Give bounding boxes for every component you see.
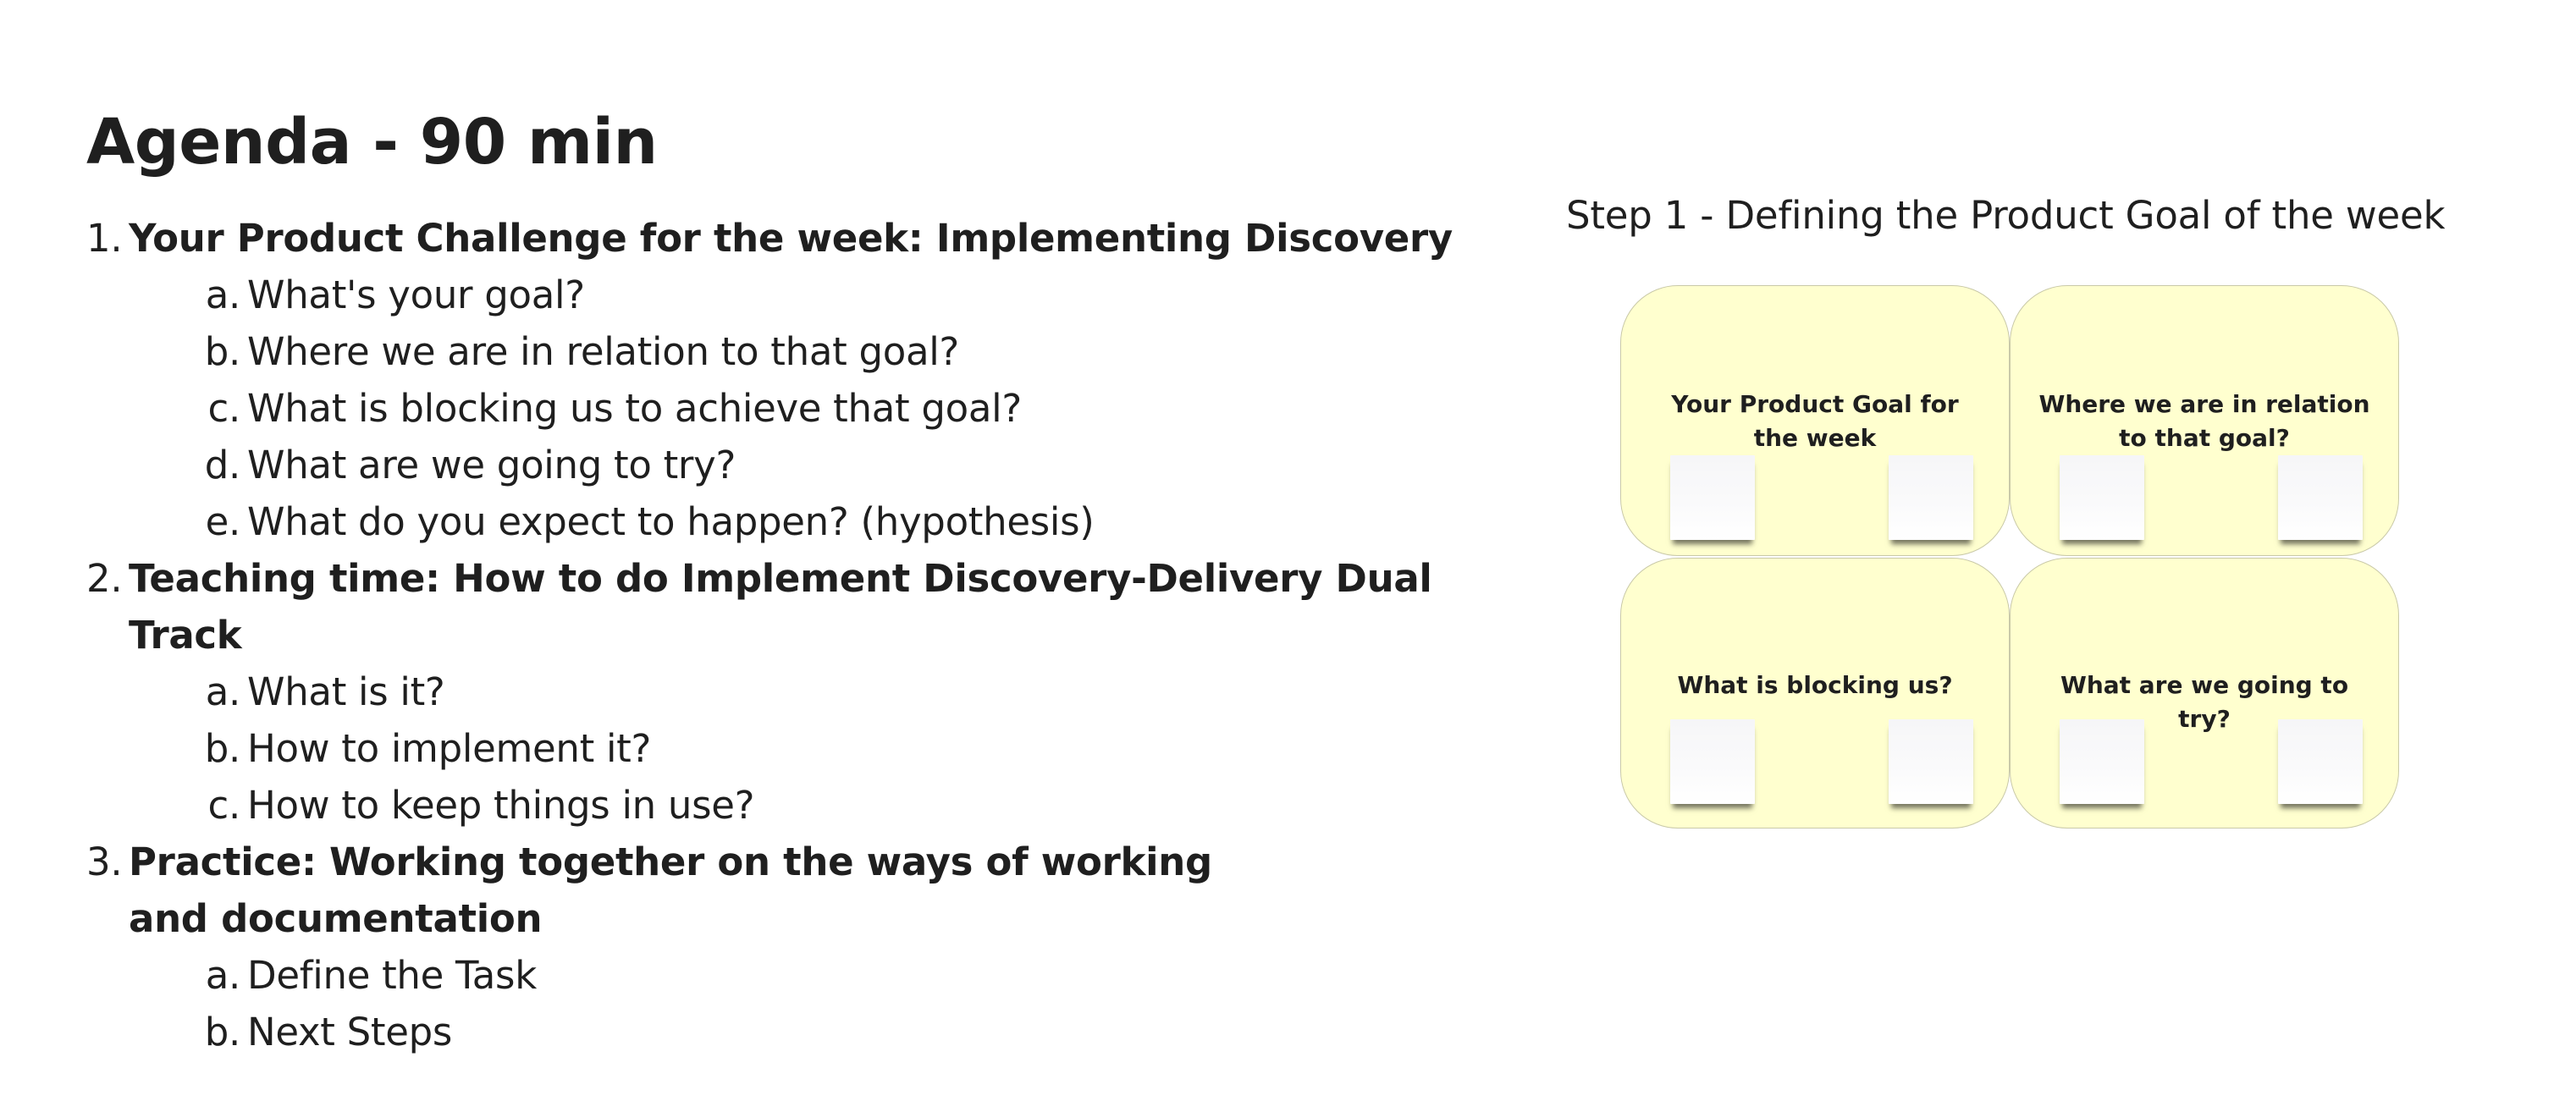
- quadrant-experiments[interactable]: What are we going to try?: [2010, 558, 2399, 828]
- sub-item-text: What are we going to try?: [247, 443, 736, 487]
- sticky-note[interactable]: [2060, 719, 2144, 804]
- agenda-section-3: 3. Practice: Working together on the way…: [86, 834, 1525, 1060]
- section-number: 3.: [86, 840, 123, 884]
- agenda-section-heading: 1. Your Product Challenge for the week: …: [86, 210, 1525, 267]
- agenda-sub-item: b. Where we are in relation to that goal…: [86, 323, 1525, 380]
- agenda-sub-list: a. Define the Task b. Next Steps: [86, 947, 1525, 1060]
- quadrant-label: What are we going to try?: [2060, 671, 2349, 733]
- sub-item-letter: b.: [204, 726, 241, 771]
- sticky-note[interactable]: [1889, 719, 1973, 804]
- sticky-note[interactable]: [2060, 455, 2144, 540]
- section-title: Your Product Challenge for the week: Imp…: [129, 216, 1453, 261]
- section-number: 2.: [86, 556, 123, 601]
- step-board: Your Product Goal for the week Where we …: [1620, 285, 2399, 828]
- sticky-note[interactable]: [1889, 455, 1973, 540]
- sub-item-letter: a.: [205, 953, 241, 998]
- quadrant-blockers[interactable]: What is blocking us?: [1620, 558, 2010, 828]
- sub-item-text: Where we are in relation to that goal?: [247, 329, 960, 374]
- agenda-sub-item: b. Next Steps: [86, 1004, 1525, 1060]
- agenda-sub-list: a. What is it? b. How to implement it? c…: [86, 663, 1525, 834]
- quadrant-current-status[interactable]: Where we are in relation to that goal?: [2010, 285, 2399, 556]
- agenda-sub-item: d. What are we going to try?: [86, 437, 1525, 493]
- agenda-sub-item: c. What is blocking us to achieve that g…: [86, 380, 1525, 437]
- quadrant-label: Your Product Goal for the week: [1671, 390, 1959, 452]
- agenda-section-heading: 3. Practice: Working together on the way…: [86, 834, 1271, 947]
- sticky-note[interactable]: [2278, 455, 2363, 540]
- section-title: Practice: Working together on the ways o…: [129, 840, 1212, 941]
- sub-item-text: What do you expect to happen? (hypothesi…: [247, 499, 1095, 544]
- sub-item-text: What is blocking us to achieve that goal…: [247, 386, 1022, 431]
- sub-item-text: How to implement it?: [247, 726, 652, 771]
- sub-item-text: Define the Task: [247, 953, 537, 998]
- sub-item-letter: b.: [204, 329, 241, 374]
- section-title: Teaching time: How to do Implement Disco…: [129, 556, 1432, 658]
- quadrant-label: Where we are in relation to that goal?: [2038, 390, 2370, 452]
- quadrant-label: What is blocking us?: [1677, 671, 1953, 699]
- section-number: 1.: [86, 216, 123, 261]
- sub-item-letter: e.: [205, 499, 241, 544]
- sub-item-letter: a.: [205, 669, 241, 714]
- agenda-sub-item: a. What is it?: [86, 663, 1525, 720]
- sub-item-letter: d.: [204, 443, 241, 487]
- step-title: Step 1 - Defining the Product Goal of th…: [1566, 193, 2446, 238]
- sub-item-letter: b.: [204, 1010, 241, 1054]
- sticky-note[interactable]: [1670, 719, 1755, 804]
- sticky-note[interactable]: [2278, 719, 2363, 804]
- sub-item-letter: c.: [207, 386, 241, 431]
- agenda-sub-item: a. Define the Task: [86, 947, 1525, 1004]
- agenda-sub-item: e. What do you expect to happen? (hypoth…: [86, 493, 1525, 550]
- agenda-section-1: 1. Your Product Challenge for the week: …: [86, 210, 1525, 550]
- sub-item-text: Next Steps: [247, 1010, 453, 1054]
- sub-item-letter: c.: [207, 783, 241, 828]
- agenda-section-2: 2. Teaching time: How to do Implement Di…: [86, 550, 1525, 834]
- agenda-sub-item: a. What's your goal?: [86, 267, 1525, 323]
- agenda-title: Agenda - 90 min: [86, 106, 658, 179]
- agenda-section-heading: 2. Teaching time: How to do Implement Di…: [86, 550, 1525, 663]
- sub-item-text: How to keep things in use?: [247, 783, 755, 828]
- sub-item-letter: a.: [205, 272, 241, 317]
- agenda-sub-list: a. What's your goal? b. Where we are in …: [86, 267, 1525, 550]
- agenda-sub-item: b. How to implement it?: [86, 720, 1525, 777]
- agenda-panel: Agenda - 90 min 1. Your Product Challeng…: [86, 100, 1525, 1060]
- agenda-sub-item: c. How to keep things in use?: [86, 777, 1525, 834]
- sub-item-text: What's your goal?: [247, 272, 585, 317]
- sticky-note[interactable]: [1670, 455, 1755, 540]
- quadrant-product-goal[interactable]: Your Product Goal for the week: [1620, 285, 2010, 556]
- sub-item-text: What is it?: [247, 669, 445, 714]
